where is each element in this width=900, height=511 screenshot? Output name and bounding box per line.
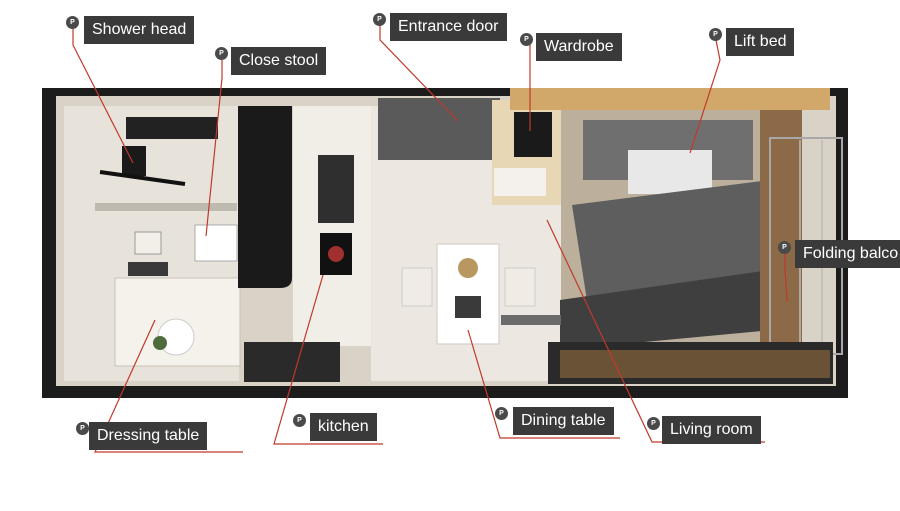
label-living-room: Living room [662,416,761,444]
leader-entrance-door [379,20,459,122]
leader-kitchen [273,274,383,445]
pin-icon: P [495,407,508,420]
deck-left [244,342,340,382]
leader-lift-bed [689,39,721,154]
label-folding-balcony: Folding balco [795,240,900,268]
leader-folding-balcony [784,252,788,303]
checkered-pillow [628,150,712,194]
label-close-stool: Close stool [231,47,327,75]
rug-edge [501,315,561,325]
pin-icon: P [520,33,533,46]
table-decoration [458,258,478,278]
leader-dressing-table [94,319,243,453]
toiletries-shelf [128,262,168,276]
toilet-fixture [134,231,162,255]
bathroom-partition [238,106,292,288]
glass-partition [95,203,237,211]
label-entrance-door: Entrance door [390,13,507,41]
pin-icon: P [293,414,306,427]
label-dining-table: Dining table [513,407,614,435]
close-stool-fixture [194,224,238,262]
pin-icon: P [76,422,89,435]
towel-rail [99,170,186,186]
leader-shower-head [72,29,134,164]
bed-blanket [560,270,772,350]
dining-chair-left [401,267,433,307]
shower-head-fixture [122,146,146,176]
pin-icon: P [709,28,722,41]
cooktop-burner [328,246,344,262]
pin-icon: P [647,417,660,430]
pin-icon: P [778,241,791,254]
label-dressing-table: Dressing table [89,422,208,450]
label-wardrobe: Wardrobe [536,33,622,61]
kitchen-counter [293,106,371,346]
table-appliance [455,296,481,318]
wardrobe-drawer [494,168,546,196]
pin-icon: P [215,47,228,60]
plant [153,336,167,350]
top-beam [510,88,830,110]
entrance-door [378,98,500,160]
dining-chair-right [504,267,536,307]
leader-close-stool [205,60,223,237]
ceiling-shower-panel [126,117,218,139]
kitchen-sink [318,155,354,223]
label-shower-head: Shower head [84,16,195,44]
leader-dining-table [467,329,620,439]
label-lift-bed: Lift bed [726,28,795,56]
side-louvers [760,110,802,350]
pin-icon: P [373,13,386,26]
wardrobe-interior [514,112,552,157]
deck-right-wood [560,350,830,378]
label-kitchen: kitchen [310,413,377,441]
pin-icon: P [66,16,79,29]
